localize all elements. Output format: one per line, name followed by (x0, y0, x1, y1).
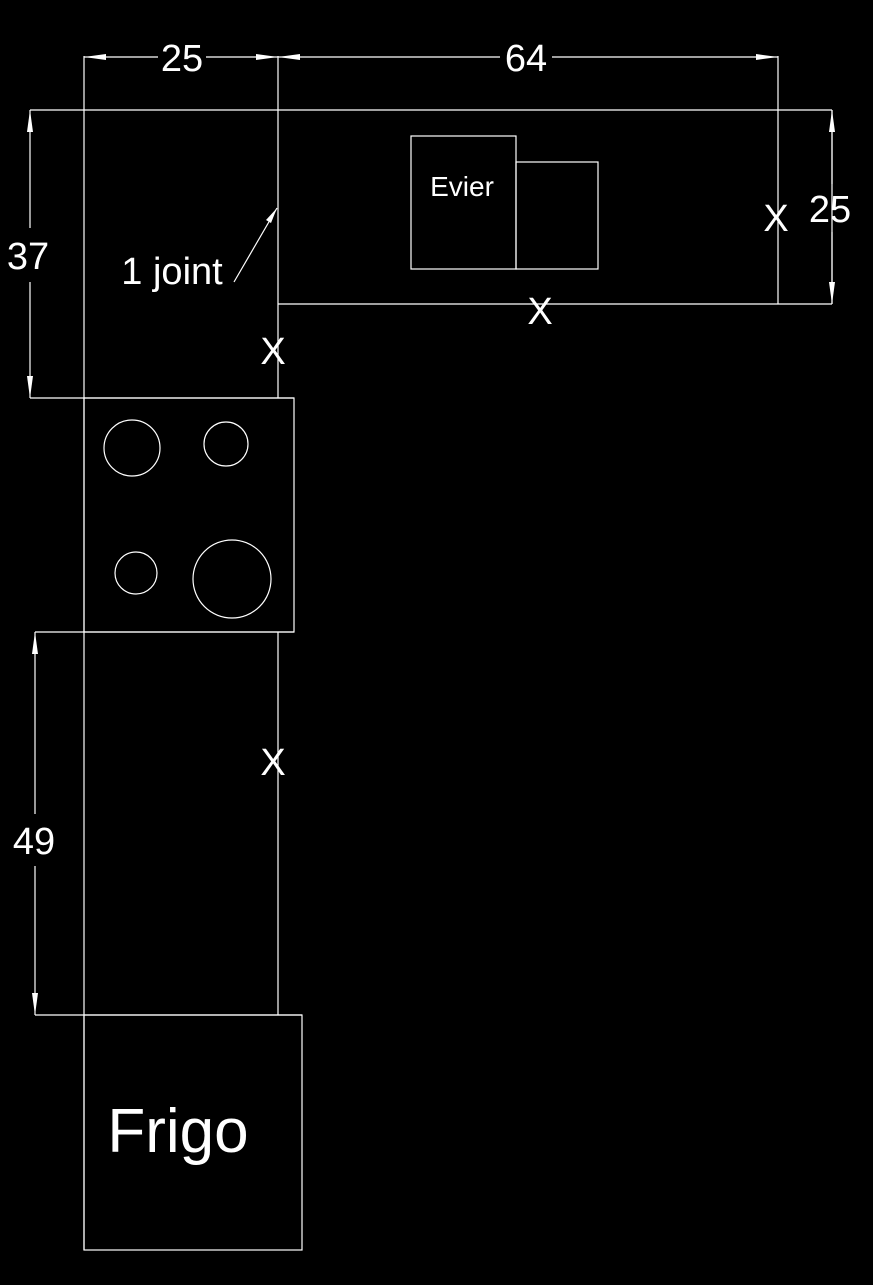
fridge-frame (83, 1014, 303, 1251)
arrowhead (27, 376, 33, 398)
cooktop (83, 397, 295, 633)
arrowhead (829, 110, 835, 132)
cooktop-frame (83, 397, 295, 633)
cross-marks: X X X X (260, 198, 788, 784)
arrowhead (829, 282, 835, 304)
dimension-top-right: 64 (278, 38, 779, 304)
dimension-label-left-upper: 37 (7, 236, 49, 278)
burner-top-right (203, 421, 249, 467)
arrowhead (84, 54, 106, 60)
cross-mark: X (527, 291, 552, 333)
sink-basin-secondary (515, 161, 599, 270)
fridge: Frigo (83, 1014, 303, 1251)
cross-mark: X (763, 198, 788, 240)
arrowhead (32, 993, 38, 1015)
burner-bottom-left (114, 551, 158, 595)
arrowhead (266, 208, 277, 223)
countertop-outline (30, 56, 833, 1250)
sink-label: Evier (430, 171, 494, 202)
burner-top-left (103, 419, 161, 477)
arrowhead (32, 632, 38, 654)
arrowhead (278, 54, 300, 60)
dimension-label-top-right: 64 (505, 38, 547, 80)
sink: Evier (410, 135, 599, 270)
joint-annotation: 1 joint (121, 207, 278, 293)
dimension-left-upper: 37 (7, 110, 49, 398)
burner-bottom-right (192, 539, 272, 619)
dimension-label-left-lower: 49 (13, 821, 55, 863)
arrowhead (756, 54, 778, 60)
fridge-label: Frigo (107, 1097, 248, 1166)
cross-mark: X (260, 331, 285, 373)
joint-label: 1 joint (121, 251, 223, 293)
dimension-right-depth: 25 (809, 110, 851, 304)
dimension-label-top-left: 25 (161, 38, 203, 80)
dimension-top-left: 25 (84, 38, 278, 80)
sink-basin-main (410, 135, 517, 270)
dimension-label-right-depth: 25 (809, 189, 851, 231)
cross-mark: X (260, 742, 285, 784)
arrowhead (256, 54, 278, 60)
dimension-left-lower: 49 (13, 632, 55, 1015)
arrowhead (27, 110, 33, 132)
